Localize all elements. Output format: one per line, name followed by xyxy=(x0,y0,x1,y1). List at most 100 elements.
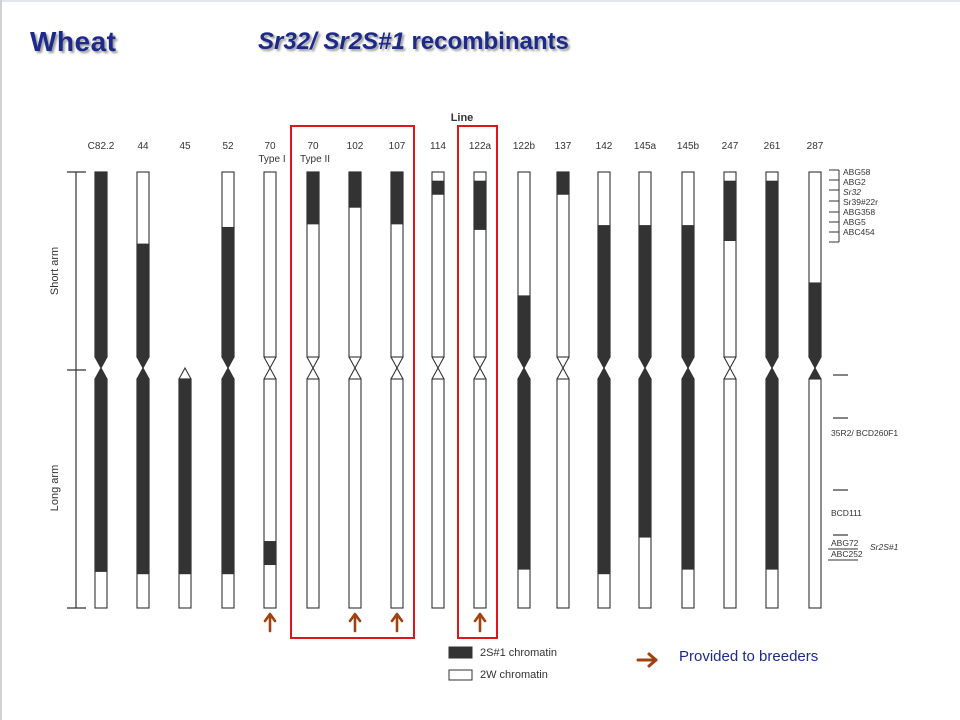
chromatin-segment-2s1 xyxy=(723,180,737,242)
line-label: 145a xyxy=(634,141,657,152)
line-label: 122a xyxy=(469,141,492,152)
chromosome-line-2: 45 xyxy=(178,141,192,609)
centromere xyxy=(517,356,531,380)
line-label: 247 xyxy=(722,141,739,152)
long-arm xyxy=(431,378,445,609)
chromatin-segment-2s1 xyxy=(263,541,277,566)
centromere xyxy=(681,356,695,380)
chromatin-segment-2s1 xyxy=(306,171,320,225)
chromatin-segment-2s1 xyxy=(517,378,531,570)
chromatin-segment-2s1 xyxy=(556,171,570,195)
chromosome-line-7: 107 xyxy=(389,141,406,609)
highlight-box-0 xyxy=(290,125,415,639)
centromere xyxy=(431,356,445,380)
short-arm-label: Short arm xyxy=(49,247,61,295)
centromere xyxy=(263,356,277,380)
legend-arrow-label: Provided to breeders xyxy=(679,648,819,665)
gene-sr2s1-label: Sr2S#1 xyxy=(870,542,899,552)
short-arm xyxy=(431,171,445,358)
chromatin-segment-2s1 xyxy=(638,225,652,358)
chromatin-segment-2s1 xyxy=(136,378,150,575)
long-arm xyxy=(723,378,737,609)
chromatin-segment-2s1 xyxy=(681,225,695,358)
marker-abc252: ABC252 xyxy=(831,549,863,559)
heading-word: recombinants xyxy=(411,28,569,55)
line-label: 102 xyxy=(347,141,364,152)
legend-light-swatch xyxy=(448,669,473,681)
line-label: 142 xyxy=(596,141,613,152)
line-label: 287 xyxy=(807,141,824,152)
chromosome-line-3: 52 xyxy=(221,141,235,609)
chromatin-segment-2s1 xyxy=(638,378,652,538)
legend-light-label: 2W chromatin xyxy=(480,669,548,681)
line-label: 70 xyxy=(307,141,319,152)
long-arm xyxy=(348,378,362,609)
line-label: 45 xyxy=(179,141,191,152)
line-label: 145b xyxy=(677,141,700,152)
highlight-boxes xyxy=(290,125,498,639)
arm-scale xyxy=(67,171,86,609)
long-arm xyxy=(306,378,320,609)
line-label: 70 xyxy=(264,141,276,152)
breeder-arrow-icon xyxy=(263,612,277,633)
legend: 2S#1 chromatin 2W chromatin xyxy=(448,646,658,681)
breeder-arrow-icon xyxy=(473,612,487,633)
centromere xyxy=(765,356,779,380)
chromosome-line-12: 142 xyxy=(596,141,613,609)
centromere xyxy=(348,356,362,380)
chromatin-segment-2s1 xyxy=(808,282,822,358)
chromosome-line-9: 122a xyxy=(469,141,492,609)
centromere xyxy=(808,356,822,380)
centromere xyxy=(556,356,570,380)
chromatin-segment-2s1 xyxy=(765,180,779,358)
marker-bcd111: BCD111 xyxy=(831,508,862,518)
centromere xyxy=(723,356,737,380)
marker-label: ABG5 xyxy=(843,217,866,227)
marker-label: ABG58 xyxy=(843,167,871,177)
long-arm xyxy=(473,378,487,609)
line-label: 261 xyxy=(764,141,781,152)
chromosome-line-15: 247 xyxy=(722,141,739,609)
marker-label: ABG358 xyxy=(843,207,875,217)
frame-top-line xyxy=(0,0,960,2)
chromosome-line-8: 114 xyxy=(430,141,446,609)
long-arm xyxy=(808,378,822,609)
chromatin-segment-2s1 xyxy=(390,171,404,225)
chromatin-segment-2s1 xyxy=(136,243,150,358)
centromere xyxy=(473,356,487,380)
chromosome-line-10: 122b xyxy=(513,141,536,609)
marker-label: Sr39#22r xyxy=(843,197,878,207)
long-arm xyxy=(556,378,570,609)
chromatin-segment-2s1 xyxy=(517,295,531,358)
breeder-arrow-icon xyxy=(390,612,404,633)
line-label: 137 xyxy=(555,141,572,152)
centromere xyxy=(390,356,404,380)
chromatin-segment-2s1 xyxy=(681,378,695,570)
line-label: 107 xyxy=(389,141,406,152)
chromosome-line-13: 145a xyxy=(634,141,657,609)
line-header: Line xyxy=(451,112,474,124)
centromere xyxy=(178,366,192,380)
chromatin-segment-2s1 xyxy=(94,171,108,358)
chromosome-line-1: 44 xyxy=(136,141,150,609)
chromosome-line-17: 287 xyxy=(807,141,824,609)
centromere xyxy=(94,356,108,380)
chromatin-segment-2s1 xyxy=(431,180,445,195)
chromatin-segment-2s1 xyxy=(597,225,611,358)
long-arm xyxy=(263,378,277,609)
breeder-arrows xyxy=(263,612,487,633)
chromatin-segment-2s1 xyxy=(221,226,235,358)
heading-gene-sr32: Sr32/ xyxy=(258,28,317,55)
line-label: 52 xyxy=(222,141,234,152)
chromatin-segment-2s1 xyxy=(94,378,108,572)
line-label: 114 xyxy=(430,141,446,152)
line-label: 44 xyxy=(137,141,149,152)
centromere xyxy=(597,356,611,380)
line-label: 122b xyxy=(513,141,536,152)
centromere xyxy=(136,356,150,380)
